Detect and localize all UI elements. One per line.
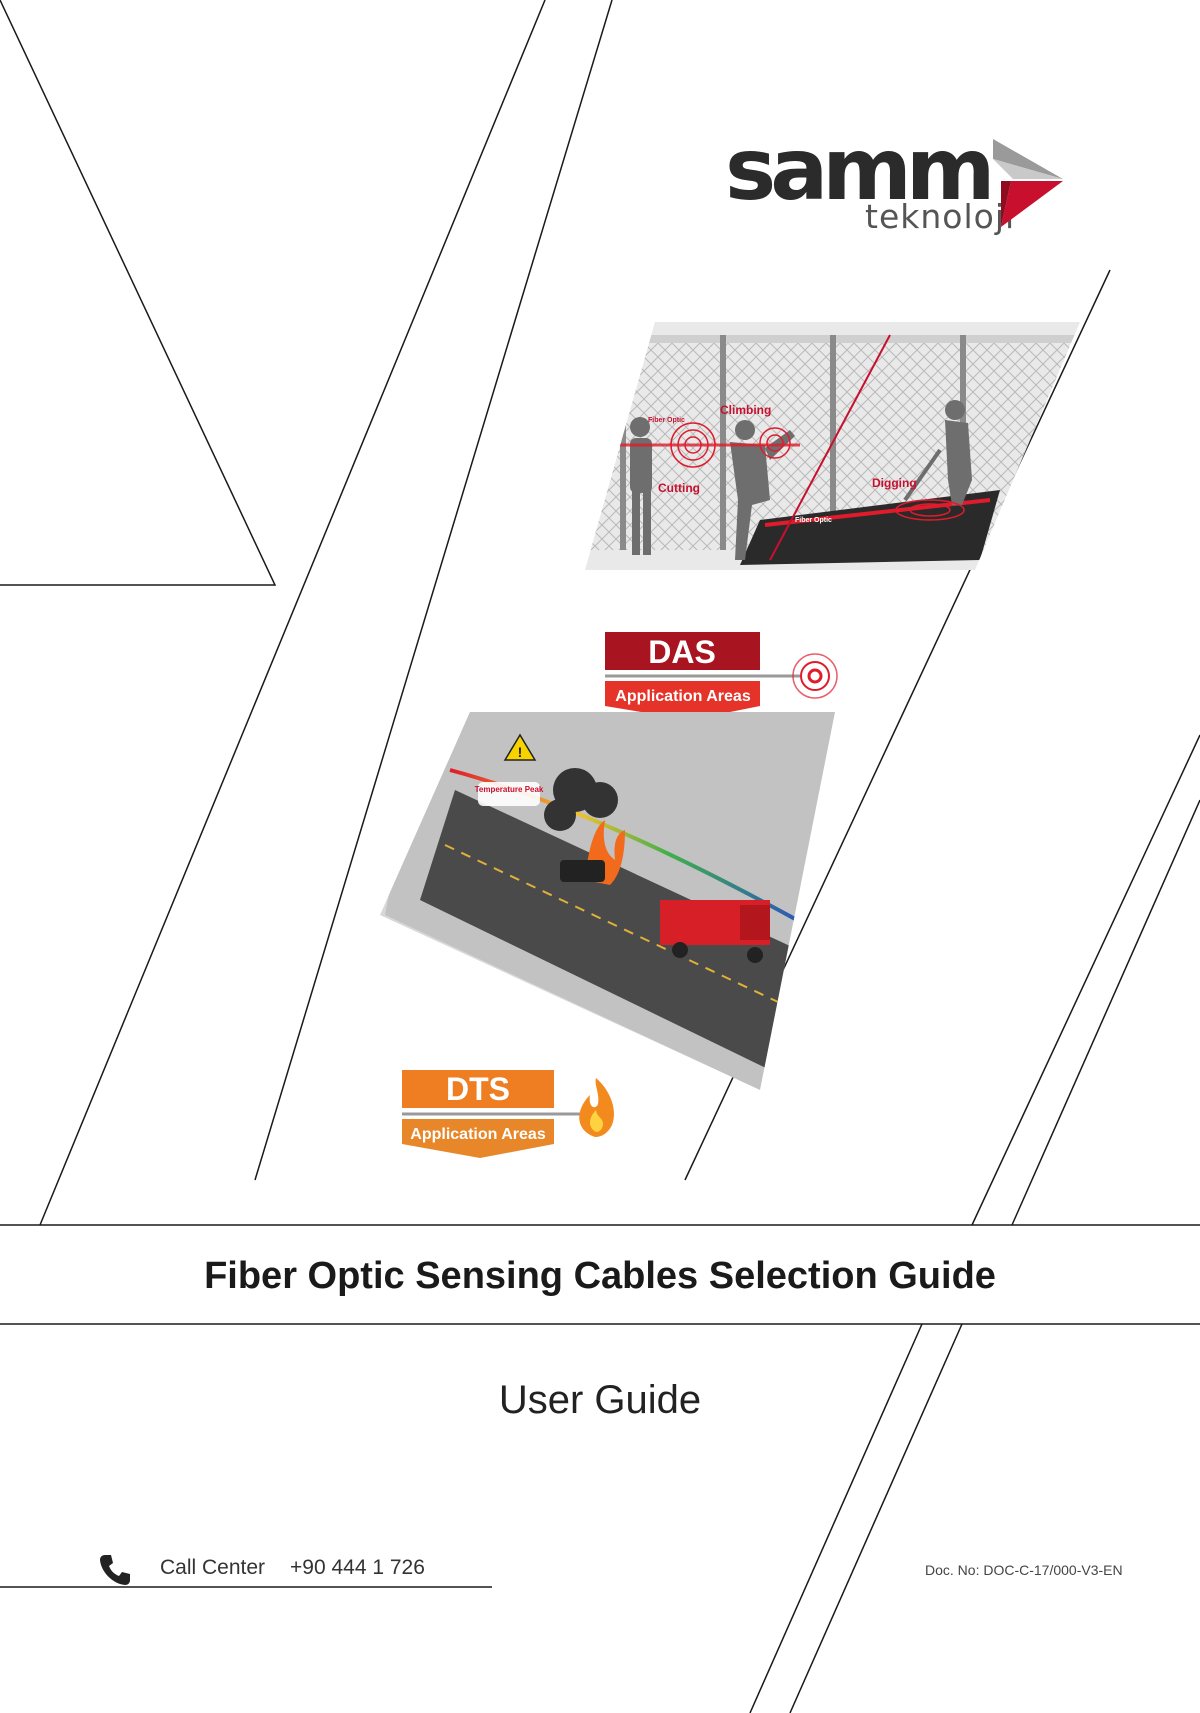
- dts-badge: DTS Application Areas: [402, 1070, 615, 1158]
- document-title: Fiber Optic Sensing Cables Selection Gui…: [204, 1255, 996, 1297]
- document-subtitle: User Guide: [498, 1378, 702, 1422]
- signal-wave-icon: [792, 653, 838, 699]
- digging-label: Digging: [872, 476, 917, 490]
- warning-icon: [503, 733, 537, 761]
- fiber-optic-label-2: Fiber Optic: [795, 517, 832, 524]
- document-number: Doc. No: DOC-C-17/000-V3-EN: [925, 1562, 1123, 1578]
- temperature-peak-label: Temperature Peak: [475, 785, 544, 794]
- das-badge-subtitle: Application Areas: [615, 688, 751, 705]
- svg-text:!: !: [518, 744, 523, 760]
- dts-tunnel-scene: ! Temperature Peak: [380, 712, 835, 1090]
- application-illustration: Fiber Optic Climbing Cutting Digging Fib…: [380, 322, 1080, 1158]
- das-badge-title: DAS: [648, 634, 716, 670]
- phone-icon: [100, 1555, 130, 1585]
- flame-icon: [579, 1078, 615, 1137]
- logo-arrow-icon: [993, 139, 1063, 227]
- logo-subtitle: teknoloji: [865, 197, 1016, 236]
- das-fence-scene: Fiber Optic Climbing Cutting Digging Fib…: [585, 322, 1080, 570]
- climbing-label: Climbing: [720, 403, 771, 417]
- das-badge: DAS Application Areas: [605, 632, 838, 720]
- logo-wordmark: samm: [725, 120, 995, 220]
- company-logo: samm teknoloji: [725, 125, 1085, 245]
- fiber-optic-label: Fiber Optic: [648, 417, 685, 424]
- dts-badge-subtitle: Application Areas: [410, 1126, 546, 1143]
- call-center-number: +90 444 1 726: [290, 1556, 425, 1579]
- cutting-label: Cutting: [658, 481, 700, 495]
- dts-badge-title: DTS: [446, 1071, 510, 1107]
- call-center-label: Call Center: [160, 1556, 266, 1579]
